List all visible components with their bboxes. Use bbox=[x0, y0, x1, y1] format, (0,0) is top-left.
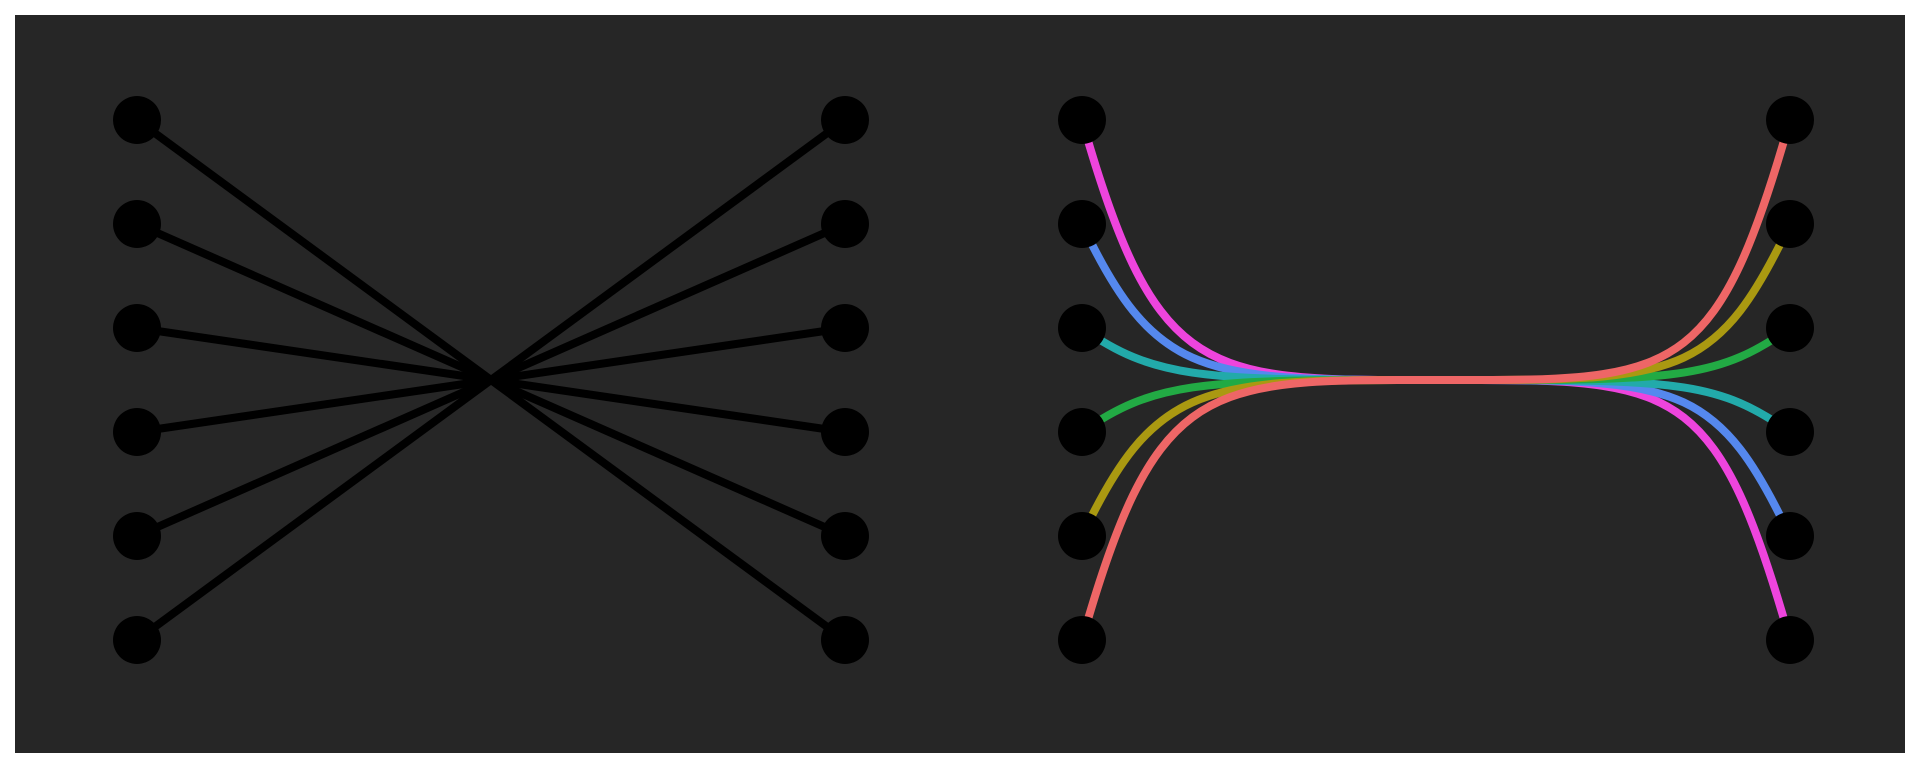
bundled-left-node-2 bbox=[1058, 200, 1106, 248]
bundled-left-node-3 bbox=[1058, 304, 1106, 352]
bundled-diagram-nodes bbox=[1058, 96, 1814, 664]
right-node-5 bbox=[821, 512, 869, 560]
straight-edge-left-6 bbox=[134, 376, 494, 644]
bundled-curve-diagram bbox=[1058, 96, 1814, 664]
left-node-3 bbox=[113, 304, 161, 352]
bundled-right-node-3 bbox=[1766, 304, 1814, 352]
bundled-left-node-6 bbox=[1058, 616, 1106, 664]
right-node-2 bbox=[821, 200, 869, 248]
bundled-edges bbox=[1078, 118, 1794, 642]
straight-edge-left-1 bbox=[134, 116, 494, 384]
bundled-left-node-5 bbox=[1058, 512, 1106, 560]
straight-edge-right-1 bbox=[488, 116, 848, 384]
straight-edge-left-4 bbox=[136, 376, 492, 436]
straight-edge-right-3 bbox=[490, 324, 846, 384]
straight-edge-right-6 bbox=[488, 376, 848, 644]
bundled-right-node-5 bbox=[1766, 512, 1814, 560]
straight-edge-right-4 bbox=[490, 376, 846, 436]
right-node-1 bbox=[821, 96, 869, 144]
bundled-right-node-2 bbox=[1766, 200, 1814, 248]
bundled-left-node-4 bbox=[1058, 408, 1106, 456]
right-node-4 bbox=[821, 408, 869, 456]
bundled-left-node-1 bbox=[1058, 96, 1106, 144]
straight-edge-left-3 bbox=[136, 324, 492, 384]
straight-line-diagram bbox=[113, 96, 869, 664]
straight-edges bbox=[134, 116, 848, 644]
bundled-edge-6 bbox=[1078, 118, 1794, 642]
straight-edge-left-5 bbox=[135, 376, 493, 540]
left-node-6 bbox=[113, 616, 161, 664]
bundled-right-node-6 bbox=[1766, 616, 1814, 664]
left-node-4 bbox=[113, 408, 161, 456]
left-node-2 bbox=[113, 200, 161, 248]
straight-diagram-nodes bbox=[113, 96, 869, 664]
straight-edge-right-5 bbox=[489, 376, 847, 540]
right-node-6 bbox=[821, 616, 869, 664]
straight-edge-right-2 bbox=[489, 220, 847, 384]
left-node-5 bbox=[113, 512, 161, 560]
left-node-1 bbox=[113, 96, 161, 144]
straight-edge-left-2 bbox=[135, 220, 493, 384]
right-node-3 bbox=[821, 304, 869, 352]
bundled-right-node-4 bbox=[1766, 408, 1814, 456]
bundled-right-node-1 bbox=[1766, 96, 1814, 144]
